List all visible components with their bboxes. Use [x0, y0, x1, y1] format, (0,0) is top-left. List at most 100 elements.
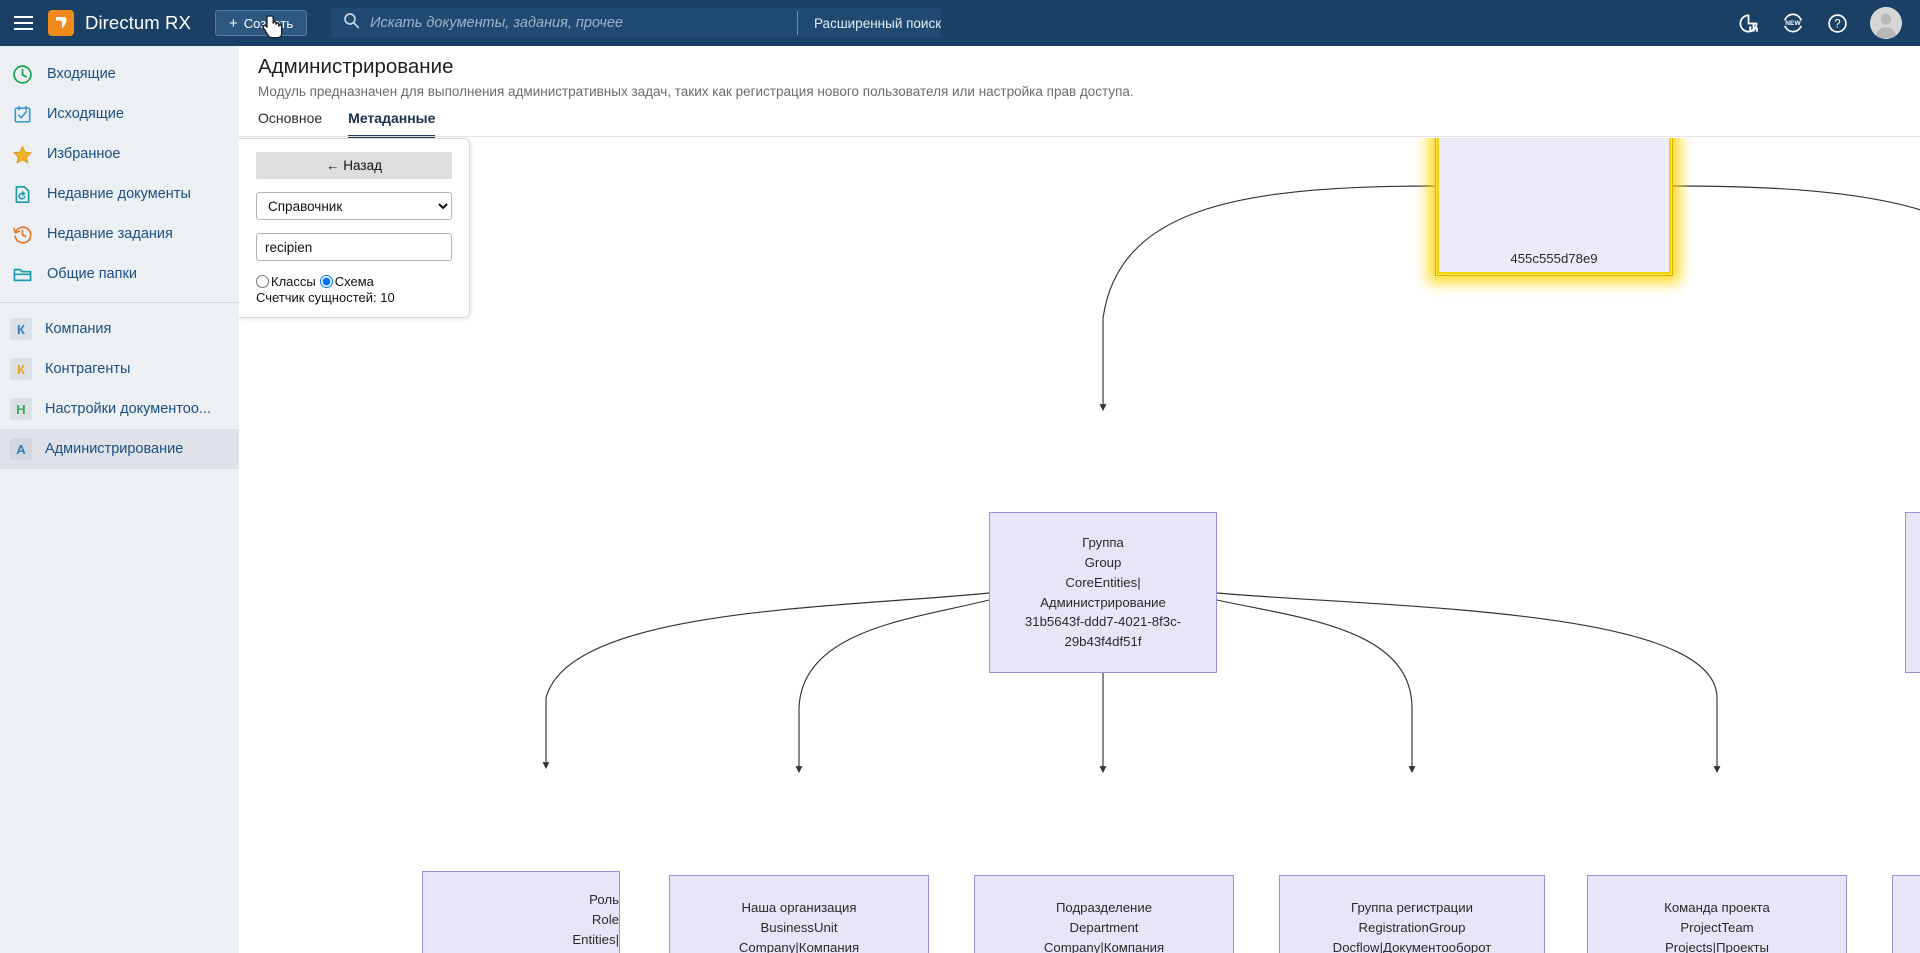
- diagram-node-line: BusinessUnit: [760, 919, 838, 935]
- create-button-label: Создать: [243, 15, 294, 31]
- diagram-node-line: Администрирование: [1040, 594, 1166, 610]
- diagram-node-user[interactable]: ПользовательUserCoreEntities|Администрир…: [1905, 512, 1920, 673]
- diagram-node-role[interactable]: РольRoleEntities|стрирование1f5-4e4f-aa0…: [422, 871, 620, 953]
- sidebar-item-label: Контрагенты: [45, 361, 131, 377]
- topbar-actions: NEW ?: [1738, 7, 1920, 39]
- brand-title: Directum RX: [85, 12, 191, 33]
- entity-type-select[interactable]: Справочник: [256, 192, 452, 220]
- sidebar-item-recent-documents[interactable]: Недавние документы: [0, 174, 239, 214]
- sidebar-item-label: Настройки документоо...: [45, 401, 211, 417]
- clock-history-icon: [10, 222, 34, 246]
- module-letter-icon: А: [10, 438, 32, 460]
- tab-metadata[interactable]: Метаданные: [348, 110, 436, 138]
- metadata-control-panel: ← Назад Справочник Классы Схема Счетчик …: [239, 138, 470, 318]
- top-navigation-bar: Directum RX + Создать Расширенный поиск: [0, 0, 1920, 46]
- sidebar-item-label: Избранное: [47, 146, 121, 162]
- diagram-node-line: Роль: [589, 892, 619, 908]
- sidebar-item-label: Общие папки: [47, 266, 137, 282]
- diagram-node-line: Группа регистрации: [1351, 900, 1473, 916]
- sidebar-item-company[interactable]: К Компания: [0, 309, 239, 349]
- search-divider: [797, 11, 798, 35]
- sidebar-item-label: Входящие: [47, 66, 116, 82]
- diagram-node-line: Company|Компания: [1043, 939, 1165, 953]
- svg-text:NEW: NEW: [1785, 20, 1801, 27]
- diagram-node-line: 455c555d78e9: [1510, 251, 1598, 267]
- search-input[interactable]: [370, 15, 789, 31]
- diagram-node-department[interactable]: ПодразделениеDepartmentCompany|Компания6…: [974, 875, 1234, 953]
- new-badge-icon[interactable]: NEW: [1781, 12, 1805, 34]
- sidebar-item-shared-folders[interactable]: Общие папки: [0, 254, 239, 294]
- tab-bar: Основное Метаданные: [258, 110, 436, 138]
- diagram-node-line: Наша организация: [741, 900, 857, 916]
- diagram-node-employee[interactable]: СотрудникEmployeeCompany|Компанияb790551…: [1892, 875, 1920, 953]
- sidebar-item-label: Недавние задания: [47, 226, 173, 242]
- diagram-node-line: Group: [1084, 555, 1122, 571]
- directum-logo-icon: [48, 10, 74, 36]
- diagram-node-line: CoreEntities|: [1065, 574, 1141, 590]
- diagram-node-line: 31b5643f-ddd7-4021-8f3c-: [1024, 614, 1182, 630]
- sidebar-item-docflow-settings[interactable]: Н Настройки документоо...: [0, 389, 239, 429]
- diagram-node-line: 29b43f4df51f: [1064, 633, 1142, 649]
- sidebar-divider: [0, 302, 239, 303]
- analytics-icon[interactable]: [1738, 13, 1759, 34]
- avatar[interactable]: [1870, 7, 1902, 39]
- sidebar-item-label: Недавние документы: [47, 186, 191, 202]
- tab-osnovnoe[interactable]: Основное: [258, 110, 323, 126]
- diagram-node-line: Подразделение: [1055, 900, 1153, 916]
- diagram-node-line: стрирование: [541, 950, 619, 953]
- diagram-node-line: Docflow|Документооборот: [1332, 939, 1492, 953]
- svg-text:?: ?: [1834, 18, 1840, 30]
- sidebar-item-incoming[interactable]: Входящие: [0, 54, 239, 94]
- advanced-search-link[interactable]: Расширенный поиск: [814, 15, 942, 31]
- sidebar-item-counterparties[interactable]: К Контрагенты: [0, 349, 239, 389]
- hamburger-menu-icon[interactable]: [0, 0, 46, 46]
- main-content: Администрирование Модуль предназначен дл…: [239, 46, 1920, 953]
- help-icon[interactable]: ?: [1827, 13, 1848, 34]
- module-letter-icon: К: [10, 318, 32, 340]
- clock-incoming-icon: [10, 62, 34, 86]
- sidebar-item-label: Администрирование: [45, 441, 184, 457]
- star-icon: [10, 142, 34, 166]
- module-letter-icon: Н: [10, 398, 32, 420]
- diagram-node-line: Команда проекта: [1664, 900, 1770, 916]
- sidebar-item-administration[interactable]: А Администрирование: [0, 429, 239, 469]
- diagram-node-line: Company|Компания: [738, 939, 860, 953]
- page-subtitle: Модуль предназначен для выполнения админ…: [258, 84, 1134, 99]
- diagram-node-root[interactable]: 455c555d78e9: [1435, 138, 1673, 276]
- folder-icon: [10, 262, 34, 286]
- plus-icon: +: [228, 14, 238, 32]
- view-mode-radio-group: Классы Схема: [256, 274, 452, 289]
- radio-classes-option[interactable]: Классы: [256, 274, 316, 289]
- page-title: Администрирование: [258, 55, 454, 78]
- radio-classes-input[interactable]: [256, 275, 269, 288]
- sidebar-item-outgoing[interactable]: Исходящие: [0, 94, 239, 134]
- diagram-node-line: Department: [1069, 919, 1139, 935]
- diagram-node-line: Entities|: [572, 931, 619, 947]
- sidebar-item-label: Исходящие: [47, 106, 124, 122]
- sidebar: Входящие Исходящие Избранное Недавние до…: [0, 46, 239, 953]
- document-recent-icon: [10, 182, 34, 206]
- create-button[interactable]: + Создать: [214, 10, 308, 36]
- diagram-node-line: Группа: [1082, 535, 1124, 551]
- sidebar-item-favorites[interactable]: Избранное: [0, 134, 239, 174]
- entity-filter-input[interactable]: [256, 233, 452, 261]
- sidebar-item-recent-tasks[interactable]: Недавние задания: [0, 214, 239, 254]
- entity-counter-label: Счетчик сущностей: 10: [256, 290, 395, 305]
- radio-classes-label: Классы: [271, 274, 316, 289]
- diagram-node-line: Role: [591, 912, 619, 928]
- tab-bar-underline: [239, 136, 1920, 137]
- search-icon: [343, 12, 360, 34]
- sidebar-item-label: Компания: [45, 321, 112, 337]
- back-button[interactable]: ← Назад: [256, 152, 452, 179]
- radio-schema-input[interactable]: [319, 275, 333, 288]
- search-bar[interactable]: Расширенный поиск: [331, 8, 942, 38]
- radio-schema-label: Схема: [334, 274, 374, 289]
- checklist-outgoing-icon: [10, 102, 34, 126]
- diagram-node-line: Projects|Проекты: [1665, 939, 1769, 953]
- radio-schema-option[interactable]: Схема: [319, 274, 374, 289]
